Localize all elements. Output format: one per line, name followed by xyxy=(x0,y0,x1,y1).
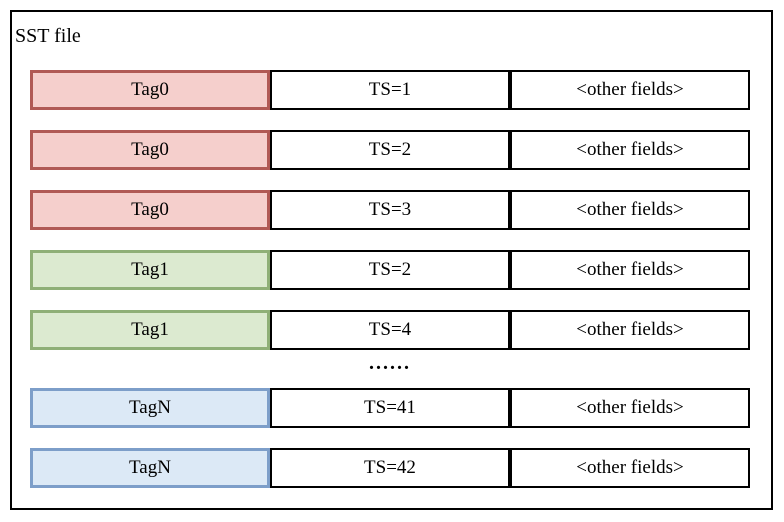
record-row: TagN TS=41 <other fields> xyxy=(30,388,750,428)
record-row: TagN TS=42 <other fields> xyxy=(30,448,750,488)
ellipsis-dots: ...... xyxy=(369,352,411,374)
ts-cell: TS=2 xyxy=(270,130,510,170)
other-fields-cell: <other fields> xyxy=(510,388,750,428)
record-row: Tag1 TS=2 <other fields> xyxy=(30,250,750,290)
record-row: Tag1 TS=4 <other fields> xyxy=(30,310,750,350)
record-row: Tag0 TS=1 <other fields> xyxy=(30,70,750,110)
other-fields-cell: <other fields> xyxy=(510,70,750,110)
diagram-title: SST file xyxy=(15,25,81,47)
tag-cell: Tag0 xyxy=(30,130,270,170)
other-fields-cell: <other fields> xyxy=(510,190,750,230)
ts-cell: TS=4 xyxy=(270,310,510,350)
ts-cell: TS=42 xyxy=(270,448,510,488)
ts-cell: TS=3 xyxy=(270,190,510,230)
ts-cell: TS=2 xyxy=(270,250,510,290)
tag-cell: Tag0 xyxy=(30,190,270,230)
tag-cell: TagN xyxy=(30,388,270,428)
tag-cell: TagN xyxy=(30,448,270,488)
other-fields-cell: <other fields> xyxy=(510,250,750,290)
record-row: Tag0 TS=3 <other fields> xyxy=(30,190,750,230)
record-row: Tag0 TS=2 <other fields> xyxy=(30,130,750,170)
tag-cell: Tag1 xyxy=(30,310,270,350)
tag-cell: Tag0 xyxy=(30,70,270,110)
ts-cell: TS=1 xyxy=(270,70,510,110)
other-fields-cell: <other fields> xyxy=(510,310,750,350)
other-fields-cell: <other fields> xyxy=(510,448,750,488)
tag-cell: Tag1 xyxy=(30,250,270,290)
ts-cell: TS=41 xyxy=(270,388,510,428)
sst-file-box: SST file Tag0 TS=1 <other fields> Tag0 T… xyxy=(10,10,773,510)
other-fields-cell: <other fields> xyxy=(510,130,750,170)
